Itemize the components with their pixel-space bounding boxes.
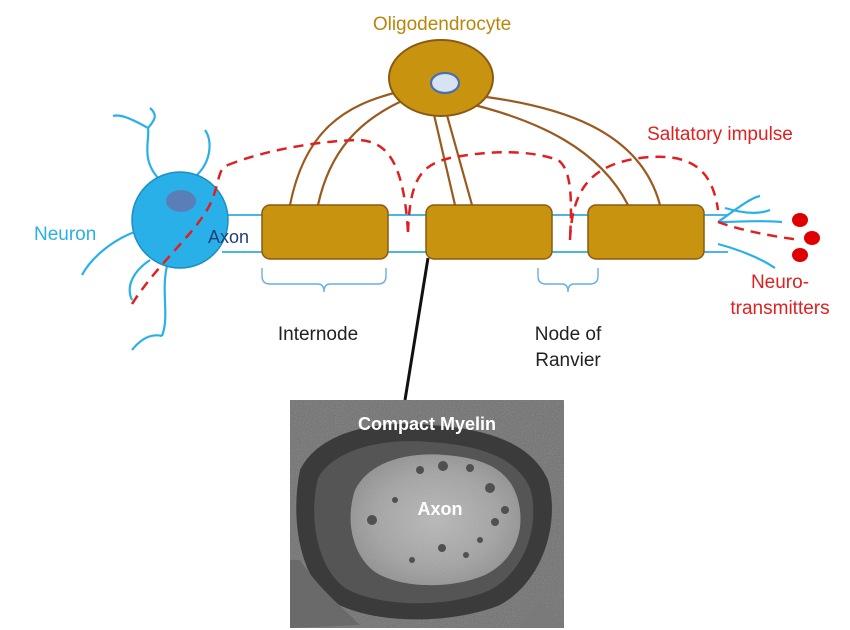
neuron-nucleus xyxy=(166,190,196,212)
saltatory-impulse-label: Saltatory impulse xyxy=(647,124,793,145)
neurotransmitters-label-line2: transmitters xyxy=(730,298,829,319)
neurotransmitters-label-line1: Neuro- xyxy=(751,272,809,293)
myelin-sheath-3 xyxy=(587,204,705,260)
neuron-cell xyxy=(131,171,229,269)
axon-terminals xyxy=(717,194,783,269)
micrograph-connector xyxy=(403,257,430,401)
oligodendrocyte-cell xyxy=(388,39,494,117)
compact-myelin-label: Compact Myelin xyxy=(358,414,496,434)
node-of-ranvier-label-line1: Node of xyxy=(535,324,602,345)
myelin-sheath-1 xyxy=(261,204,389,260)
oligodendrocyte-processes xyxy=(288,90,662,206)
neuron-dendrites xyxy=(81,107,211,351)
myelin-sheaths xyxy=(261,204,705,260)
oligodendrocyte-label: Oligodendrocyte xyxy=(373,14,511,35)
micrograph-axon-label: Axon xyxy=(418,499,463,519)
micrograph-organelles xyxy=(367,461,509,563)
axon-label: Axon xyxy=(208,227,249,247)
saltatory-impulse-path xyxy=(130,138,801,305)
internode-label: Internode xyxy=(278,324,358,345)
electron-micrograph xyxy=(290,400,564,628)
internode-brace xyxy=(261,268,387,293)
oligodendrocyte-nucleus xyxy=(429,71,461,95)
myelin-sheath-2 xyxy=(425,204,553,260)
neurotransmitter-dots xyxy=(792,213,820,262)
node-of-ranvier-label-line2: Ranvier xyxy=(535,350,601,371)
neuron-label: Neuron xyxy=(34,224,96,245)
node-brace xyxy=(537,268,599,293)
